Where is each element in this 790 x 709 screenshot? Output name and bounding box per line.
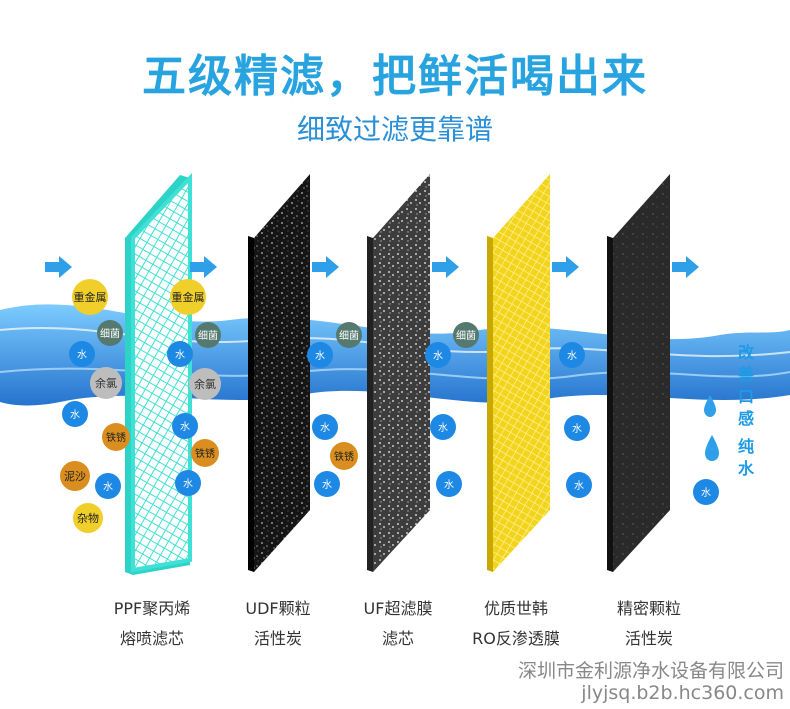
side-caption-line1: 改善口感 — [737, 343, 754, 428]
page-title: 五级精滤，把鲜活喝出来 — [142, 51, 648, 102]
svg-text:余氯: 余氯 — [95, 376, 117, 390]
particle-water: 水 — [62, 401, 88, 427]
particle-water: 水 — [566, 472, 592, 498]
svg-text:水: 水 — [70, 409, 80, 421]
particle-bacteria: 细菌 — [195, 322, 221, 348]
stage-caption-line2: RO反渗透膜 — [472, 629, 560, 648]
svg-text:铁锈: 铁锈 — [195, 447, 215, 460]
particle-water: 水 — [564, 415, 590, 441]
stage-caption-uf: UF超滤膜 滤芯 — [333, 594, 463, 654]
particle-rust: 铁锈 — [191, 439, 219, 467]
svg-text:细菌: 细菌 — [198, 329, 218, 342]
svg-text:余氯: 余氯 — [194, 377, 216, 391]
particle-chlorine: 余氯 — [90, 367, 122, 399]
stage-caption-line2: 活性炭 — [624, 629, 673, 648]
particle-water: 水 — [425, 342, 451, 368]
svg-text:水: 水 — [701, 487, 711, 499]
particle-water: 水 — [69, 341, 95, 367]
stage-caption-line1: PPF聚丙烯 — [113, 599, 191, 618]
ppf-filter-panel — [125, 172, 192, 575]
svg-text:水: 水 — [438, 422, 448, 434]
particle-bacteria: 细菌 — [453, 322, 479, 348]
particle-water: 水 — [172, 413, 198, 439]
stage-caption-line2: 活性炭 — [253, 629, 302, 648]
particle-water: 水 — [559, 342, 585, 368]
udf-filter-panel — [248, 174, 310, 572]
side-caption-line2: 纯水 — [737, 437, 754, 478]
particle-impurity: 杂物 — [73, 503, 103, 533]
particle-water: 水 — [314, 471, 340, 497]
svg-text:水: 水 — [320, 422, 330, 434]
particle-heavy-metal: 重金属 — [170, 279, 206, 315]
particle-water: 水 — [430, 414, 456, 440]
svg-text:水: 水 — [77, 349, 87, 361]
watermark-url: jlyjsq.b2b.hc360.com — [581, 682, 784, 704]
stage-caption-line2: 熔喷滤芯 — [119, 629, 184, 648]
svg-text:水: 水 — [315, 350, 325, 362]
svg-text:水: 水 — [433, 350, 443, 362]
arrow-right-icon — [45, 256, 72, 278]
svg-text:水: 水 — [567, 350, 577, 362]
particle-water: 水 — [693, 479, 719, 505]
svg-text:水: 水 — [574, 480, 584, 492]
stage-caption-ro: 优质世韩 RO反渗透膜 — [451, 594, 581, 654]
svg-text:水: 水 — [183, 478, 193, 490]
arrow-right-icon — [672, 256, 699, 278]
svg-text:水: 水 — [180, 421, 190, 433]
arrow-right-icon — [190, 256, 217, 278]
svg-text:重金属: 重金属 — [74, 290, 107, 304]
svg-text:细菌: 细菌 — [339, 329, 359, 342]
particle-water: 水 — [167, 341, 193, 367]
stage-caption-carbon: 精密颗粒 活性炭 — [584, 594, 714, 654]
particle-water: 水 — [175, 470, 201, 496]
particle-water: 水 — [436, 471, 462, 497]
svg-text:水: 水 — [103, 481, 113, 493]
particle-bacteria: 细菌 — [336, 322, 362, 348]
svg-text:水: 水 — [322, 479, 332, 491]
arrow-right-icon — [432, 256, 459, 278]
flow-arrows — [45, 256, 699, 278]
particle-rust: 铁锈 — [102, 423, 130, 451]
svg-text:铁锈: 铁锈 — [106, 431, 126, 444]
svg-text:重金属: 重金属 — [172, 290, 205, 304]
carbon-filter-panel — [607, 174, 670, 572]
svg-text:水: 水 — [444, 479, 454, 491]
particle-heavy-metal: 重金属 — [72, 279, 108, 315]
particle-water: 水 — [95, 473, 121, 499]
svg-text:杂物: 杂物 — [77, 511, 99, 525]
svg-text:水: 水 — [572, 423, 582, 435]
side-caption: 改善口感 纯水 — [734, 342, 758, 480]
stage-caption-ppf: PPF聚丙烯 熔喷滤芯 — [87, 594, 217, 654]
ro-filter-panel — [487, 174, 550, 572]
arrow-right-icon — [312, 256, 339, 278]
stage-caption-line1: 优质世韩 — [483, 599, 548, 618]
stage-caption-line1: UDF颗粒 — [245, 599, 311, 618]
particle-rust: 铁锈 — [330, 442, 358, 470]
svg-text:细菌: 细菌 — [100, 327, 120, 340]
stage-caption-line1: UF超滤膜 — [363, 599, 433, 618]
particle-water: 水 — [312, 414, 338, 440]
particle-chlorine: 余氯 — [189, 368, 221, 400]
svg-text:细菌: 细菌 — [456, 329, 476, 342]
particle-bacteria: 细菌 — [97, 320, 123, 346]
stage-caption-udf: UDF颗粒 活性炭 — [213, 594, 343, 654]
water-drop-icons — [704, 395, 719, 461]
stage-caption-line2: 滤芯 — [381, 629, 414, 648]
watermark: 深圳市金利源净水设备有限公司 jlyjsq.b2b.hc360.com — [518, 660, 784, 704]
particles: 重金属 细菌 水 余氯 水 铁锈 泥沙 水 杂物 重金属 细菌 水 余氯 水 铁… — [60, 279, 719, 533]
watermark-company: 深圳市金利源净水设备有限公司 — [517, 660, 784, 682]
svg-text:铁锈: 铁锈 — [334, 450, 354, 463]
page-subtitle: 细致过滤更靠谱 — [296, 113, 493, 146]
stage-caption-line1: 精密颗粒 — [616, 599, 681, 618]
particle-water: 水 — [307, 342, 333, 368]
uf-filter-panel — [367, 174, 430, 572]
svg-text:泥沙: 泥沙 — [64, 470, 86, 483]
svg-text:水: 水 — [175, 349, 185, 361]
arrow-right-icon — [552, 256, 579, 278]
particle-sediment: 泥沙 — [60, 461, 90, 491]
